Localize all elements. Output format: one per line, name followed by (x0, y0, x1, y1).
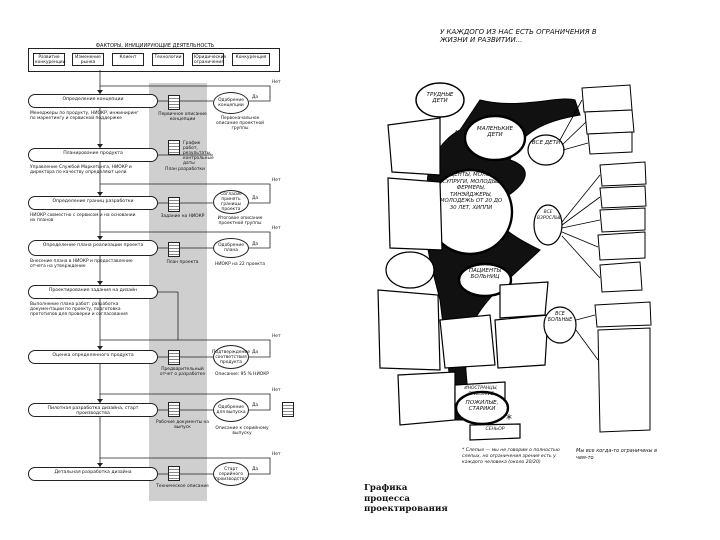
decision-oval: Согласие принять границы проекта (213, 190, 249, 214)
decision-oval: Старт серийного производства (213, 462, 249, 486)
factor-box: Развитие конкуренции (33, 53, 66, 66)
step-document: Предварительный отчет о разработке (159, 367, 206, 377)
mindmap-heading: У КАЖДОГО ИЗ НАС ЕСТЬ ОГРАНИЧЕНИЯ В ЖИЗН… (440, 28, 597, 44)
step-note: Выполнение плана работ: разработка докум… (30, 302, 128, 317)
document-icon (168, 350, 180, 365)
factor-box: Технологии (152, 53, 184, 66)
document-icon (168, 140, 180, 155)
document-icon (282, 402, 294, 417)
step-result: Первоначальное описание проектной группы (215, 116, 264, 131)
factors-title: ФАКТОРЫ, ИНИЦИИРУЮЩИЕ ДЕЯТЕЛЬНОСТЬ (95, 43, 215, 49)
asterisk-mark: * (506, 412, 512, 426)
step-document: План проекта (166, 260, 199, 265)
no-label: Нет (272, 388, 281, 393)
process-step-design-task: Проектирование задания на дизайн (28, 285, 158, 299)
blob-students: СТУДЕНТЫ, МОЛОДЫЕ СУПРУГИ, МОЛОДЫЕ ФЕРМЕ… (439, 172, 503, 211)
process-step-concept: Определение концепции (28, 94, 158, 108)
yes-label: Да (252, 196, 259, 201)
flow-connectors (97, 70, 271, 475)
process-step-boundaries: Определение границ разработки (28, 196, 158, 210)
no-label: Нет (272, 452, 281, 457)
slide-caption: Графика процесса проектирования (364, 483, 448, 515)
step-note: НИОКР совместно с сервисом и на основани… (30, 213, 136, 223)
document-icon (168, 197, 180, 212)
blob-all-people: ВСЕ ЛЮДИ (455, 130, 457, 132)
caption-line: процесса (364, 493, 410, 504)
step-note: Управление Службой Маркетинга, НИОКР и д… (30, 165, 132, 175)
decision-oval: Подтверждение соответствия продукта (212, 345, 250, 369)
document-icon (168, 95, 180, 110)
process-step-plan: Определение плана реализации проекта (28, 240, 158, 256)
mindmap-signature: Мы все когда-то ограничены в чем-то (576, 448, 658, 461)
document-icon (168, 242, 180, 257)
step-document: Рабочие документы на выпуск (155, 420, 210, 430)
blob-small-children: МАЛЕНЬКИЕ ДЕТИ (476, 126, 514, 139)
yes-label: Да (252, 95, 259, 100)
factor-box: Конкуренция (232, 53, 270, 66)
no-label: Нет (272, 80, 281, 85)
process-step-planning: Планирование продукта (28, 148, 158, 162)
step-document: Задание на НИОКР (160, 214, 205, 219)
step-document: Техническое описание (156, 484, 209, 489)
blob-elderly: ПОЖИЛЫЕ, СТАРИКИ (465, 400, 499, 413)
blob-senior: СЕНЬОР (485, 427, 505, 432)
process-step-pilot: Пилотная разработка дизайна, старт произ… (28, 403, 158, 417)
blob-difficult-children: ТРУДНЫЕ ДЕТИ (426, 92, 454, 105)
caption-line: Графика (364, 483, 408, 493)
yes-label: Да (252, 467, 259, 472)
factor-box: Клиент (112, 53, 144, 66)
step-result: План разработки (165, 167, 205, 172)
process-step-evaluation: Оценка определенного продукта (28, 350, 158, 364)
decision-oval: Одобрение для выпуска (213, 398, 249, 422)
document-icon (168, 402, 180, 417)
blob-all-adults: ВСЕ ВЗРОСЛЫЕ (537, 210, 562, 222)
blob-hospital-patients: ПАЦИЕНТЫ БОЛЬНИЦ (468, 268, 502, 281)
step-result: Описание к серийному выпуску (215, 426, 269, 436)
yes-label: Да (252, 403, 259, 408)
factor-box: Изменение рынка (72, 53, 104, 66)
blob-foreigners: ИНОСТРАНЦЫ, ПРИЕЗЖИЕ (464, 386, 498, 398)
decision-oval: Одобрение концепции (213, 92, 249, 114)
step-note: Менеджеры по продукту, НИОКР, инжиниринг… (30, 111, 139, 121)
blob-all-children: ВСЕ ДЕТИ (531, 140, 561, 146)
caption-line: проектирования (364, 504, 448, 514)
decision-oval: Одобрение плана (213, 238, 249, 258)
yes-label: Да (252, 350, 259, 355)
step-result: Итоговое описание проектной группы (217, 216, 263, 226)
yes-label: Да (252, 242, 259, 247)
factors-frame (28, 48, 280, 72)
step-document: График работ, результаты, контрольные да… (183, 141, 214, 166)
step-document: Первичное описание концепции (158, 112, 207, 122)
factor-box: Юридические ограничения (192, 53, 227, 66)
step-result: Описание: 95 % НИОКР (215, 372, 269, 377)
blob-all-patients: ВСЕ БОЛЬНЫЕ (547, 312, 573, 324)
no-label: Нет (272, 178, 281, 183)
step-result: НИОКР на 22 проекта (214, 262, 266, 267)
process-step-detail-design: Детальная разработка дизайна (28, 467, 158, 481)
no-label: Нет (272, 334, 281, 339)
mindmap-footnote: * Слепые — мы не говорим о полностью сле… (462, 448, 560, 465)
no-label: Нет (272, 226, 281, 231)
step-note: Внесение плана в НИОКР и предоставление … (30, 259, 133, 269)
document-icon (168, 466, 180, 481)
